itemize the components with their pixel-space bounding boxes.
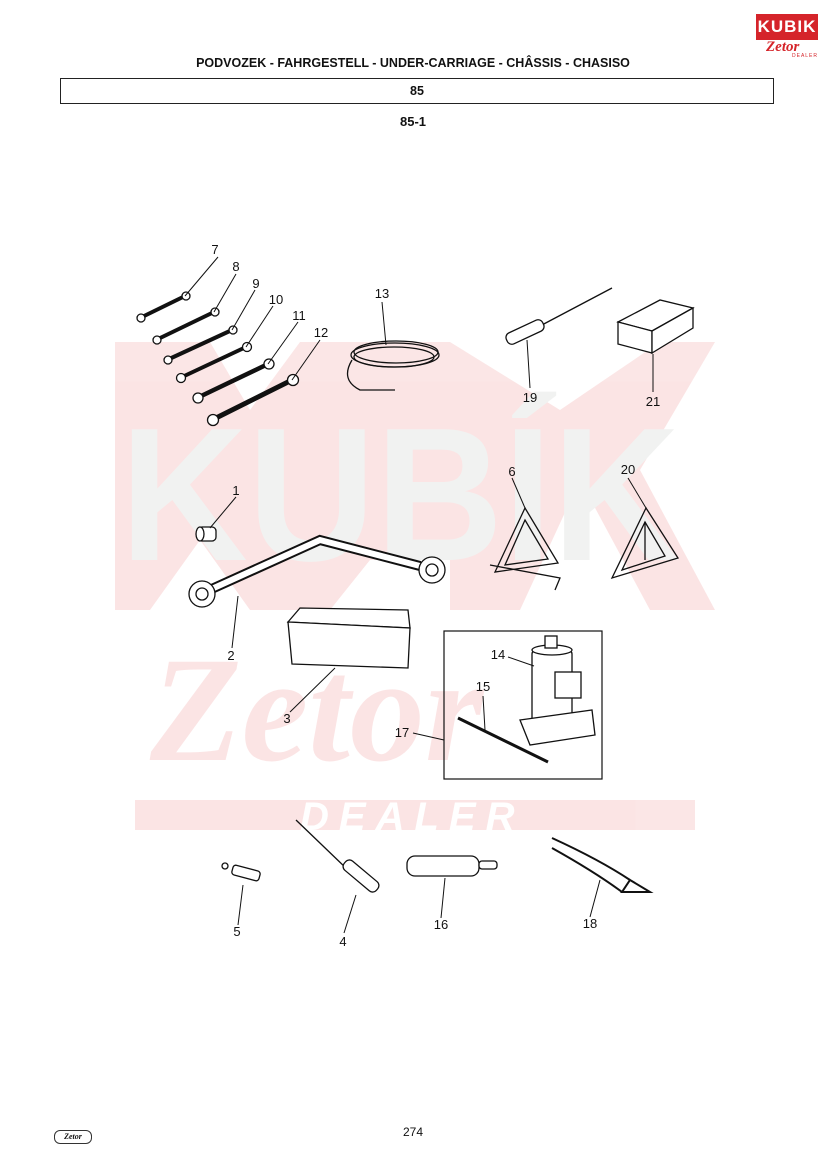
callout-8: 8 bbox=[232, 259, 239, 274]
callout-10: 10 bbox=[269, 292, 283, 307]
tool-box-21 bbox=[616, 299, 695, 355]
hydraulic-jack-14 bbox=[519, 635, 596, 746]
callout-19: 19 bbox=[523, 390, 537, 405]
hose-13 bbox=[346, 340, 440, 391]
wrench-9 bbox=[163, 325, 238, 365]
callout-17: 17 bbox=[395, 725, 409, 740]
subgroup-label: 85-1 bbox=[399, 114, 427, 129]
callout-4: 4 bbox=[339, 934, 346, 949]
brand-logo-dealer: DEALER bbox=[792, 53, 819, 59]
callout-15: 15 bbox=[476, 679, 490, 694]
warning-triangle-20 bbox=[610, 506, 680, 580]
pliers-18 bbox=[551, 837, 654, 893]
screwdriver-19 bbox=[505, 287, 613, 345]
callouts: 1 2 3 4 5 6 7 8 9 10 11 12 13 14 15 16 1… bbox=[211, 242, 660, 949]
wheel-brace-2 bbox=[188, 534, 446, 608]
page-number: 274 bbox=[402, 1125, 424, 1139]
brand-logo-kubik: KUBIK bbox=[756, 14, 818, 40]
watermark: KUBÍK Zetor DEALER bbox=[115, 342, 715, 839]
callout-9: 9 bbox=[252, 276, 259, 291]
callout-16: 16 bbox=[434, 917, 448, 932]
socket-1 bbox=[195, 526, 217, 542]
callout-2: 2 bbox=[227, 648, 234, 663]
wrench-8 bbox=[152, 307, 220, 345]
callout-5: 5 bbox=[233, 924, 240, 939]
screwdriver-4 bbox=[295, 819, 380, 893]
callout-18: 18 bbox=[583, 916, 597, 931]
wrench-10 bbox=[175, 341, 253, 384]
wrench-7 bbox=[136, 291, 191, 323]
fitting-5 bbox=[221, 862, 261, 882]
warning-triangle-6 bbox=[489, 506, 561, 591]
callout-11: 11 bbox=[292, 308, 306, 323]
page-title: PODVOZEK - FAHRGESTELL - UNDER-CARRIAGE … bbox=[196, 56, 630, 70]
wrench-12 bbox=[206, 373, 300, 427]
wrench-set bbox=[136, 291, 300, 427]
callout-7: 7 bbox=[211, 242, 218, 257]
brand-logo: KUBIK Zetor DEALER bbox=[756, 14, 818, 60]
wrench-11 bbox=[192, 358, 275, 404]
callout-14: 14 bbox=[491, 647, 505, 662]
callout-20: 20 bbox=[621, 462, 635, 477]
callout-21: 21 bbox=[646, 394, 660, 409]
callout-6: 6 bbox=[508, 464, 515, 479]
leader-lines bbox=[184, 256, 654, 934]
jack-lever-15 bbox=[457, 716, 549, 764]
watermark-kubik: KUBÍK bbox=[120, 389, 680, 601]
brand-logo-zetor: Zetor bbox=[766, 39, 800, 55]
tool-bag-3 bbox=[286, 607, 411, 669]
callout-12: 12 bbox=[314, 325, 328, 340]
group-number-box: 85 bbox=[60, 78, 774, 104]
watermark-dealer: DEALER bbox=[300, 795, 524, 839]
jack-kit-frame bbox=[443, 630, 603, 780]
grease-gun-16 bbox=[406, 855, 498, 877]
callout-1: 1 bbox=[232, 483, 239, 498]
callout-3: 3 bbox=[283, 711, 290, 726]
footer-logo: Zetor bbox=[54, 1130, 92, 1144]
callout-13: 13 bbox=[375, 286, 389, 301]
